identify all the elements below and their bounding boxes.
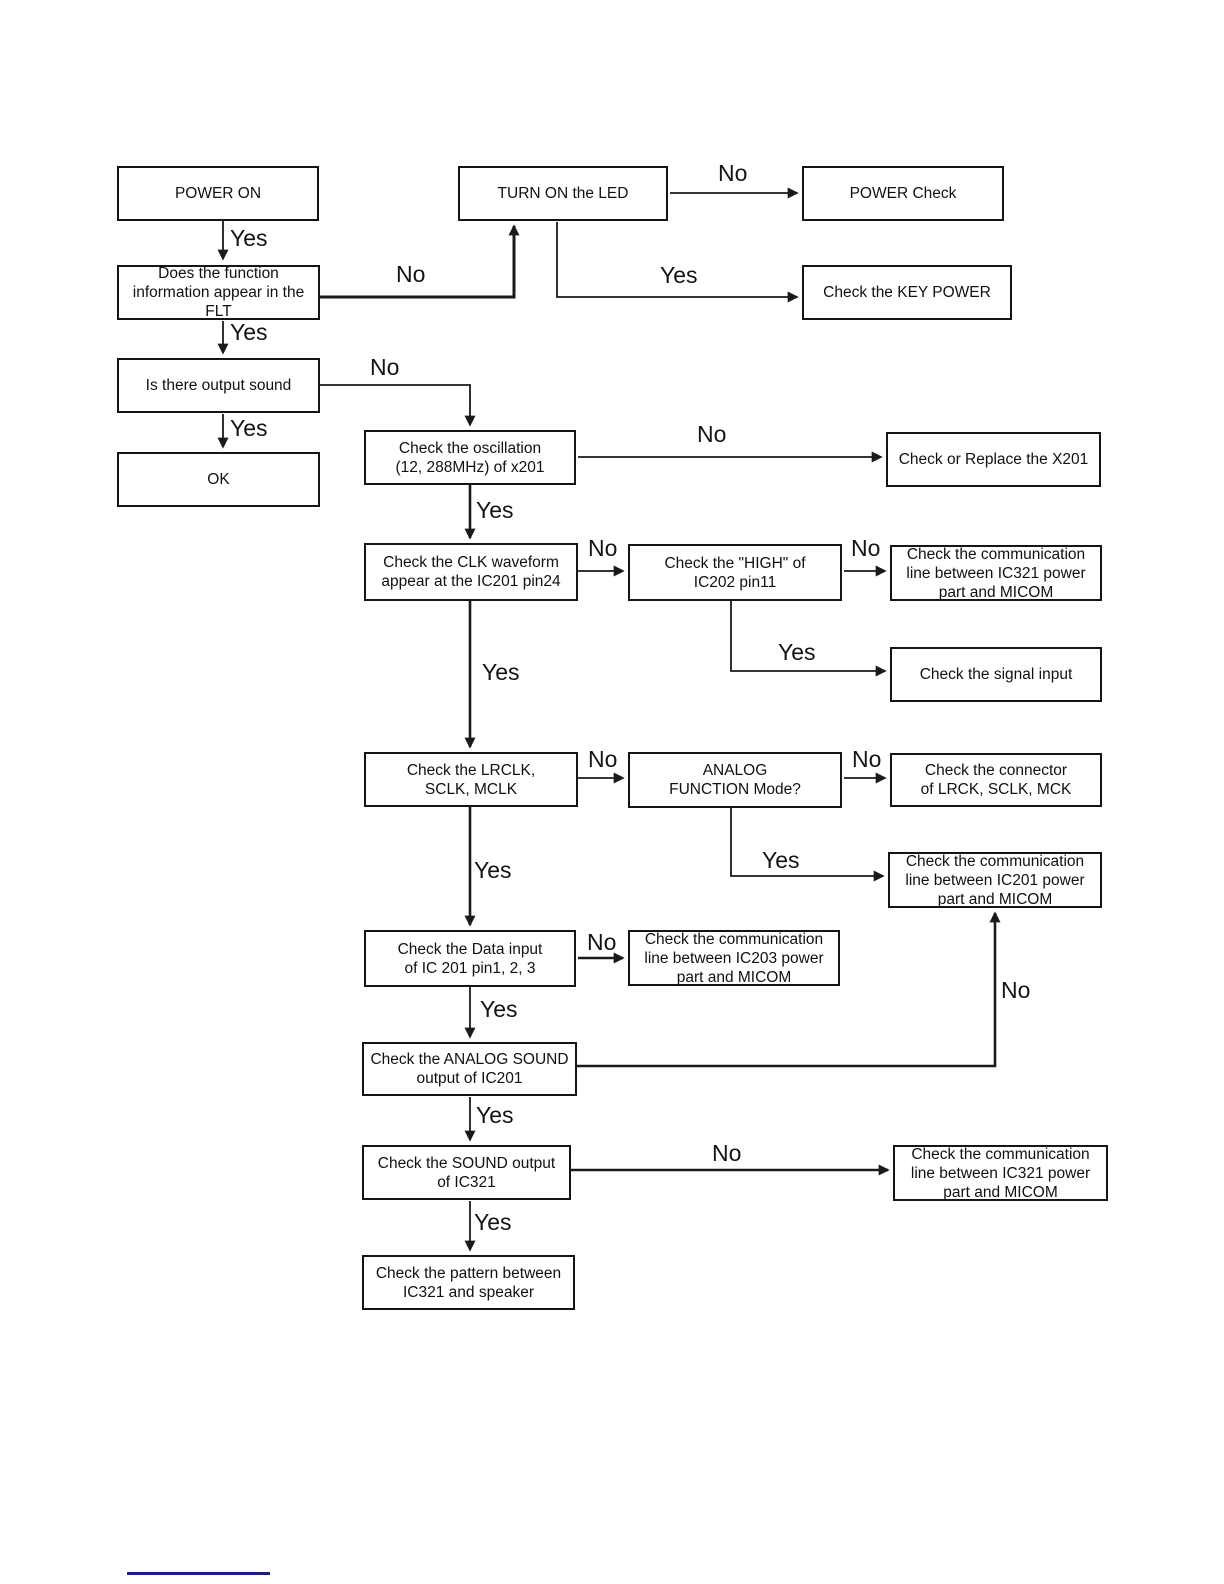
node-sound-output: Check the SOUND output of IC321 <box>362 1145 571 1200</box>
edge-label-no: No <box>852 746 882 772</box>
edge-label-yes: Yes <box>230 225 268 251</box>
edge-label-yes: Yes <box>474 1209 512 1235</box>
node-comm-ic321-top: Check the communication line between IC3… <box>890 545 1102 601</box>
node-comm-ic203: Check the communication line between IC2… <box>628 930 840 986</box>
node-analog-sound: Check the ANALOG SOUND output of IC201 <box>362 1042 577 1096</box>
node-turn-on-led: TURN ON the LED <box>458 166 668 221</box>
edge-label-yes: Yes <box>778 639 816 665</box>
edge-label-no: No <box>588 535 618 561</box>
edge-label-no: No <box>712 1140 742 1166</box>
edge-label-no: No <box>697 421 727 447</box>
footer-underline <box>127 1572 270 1575</box>
edge-label-yes: Yes <box>474 857 512 883</box>
edge-label-yes: Yes <box>476 497 514 523</box>
node-replace-x201: Check or Replace the X201 <box>886 432 1101 487</box>
node-function-flt: Does the function information appear in … <box>117 265 320 320</box>
node-comm-ic321-bottom: Check the communication line between IC3… <box>893 1145 1108 1201</box>
edge-label-no: No <box>396 261 426 287</box>
node-clk-waveform: Check the CLK waveform appear at the IC2… <box>364 543 578 601</box>
node-ok: OK <box>117 452 320 507</box>
node-signal-input: Check the signal input <box>890 647 1102 702</box>
node-analog-function: ANALOG FUNCTION Mode? <box>628 752 842 808</box>
node-connector-lrck: Check the connector of LRCK, SCLK, MCK <box>890 753 1102 807</box>
node-key-power: Check the KEY POWER <box>802 265 1012 320</box>
edge-analog-yes-comm201 <box>730 808 885 882</box>
edge-label-no: No <box>851 535 881 561</box>
edge-label-no: No <box>1001 977 1031 1003</box>
edge-label-yes: Yes <box>482 659 520 685</box>
node-data-input: Check the Data input of IC 201 pin1, 2, … <box>364 930 576 987</box>
node-power-on: POWER ON <box>117 166 319 221</box>
edge-label-yes: Yes <box>230 319 268 345</box>
node-high-ic202: Check the "HIGH" of IC202 pin11 <box>628 544 842 601</box>
edge-label-yes: Yes <box>230 415 268 441</box>
edge-label-no: No <box>718 160 748 186</box>
edge-label-yes: Yes <box>476 1102 514 1128</box>
edge-label-no: No <box>587 929 617 955</box>
edge-label-yes: Yes <box>480 996 518 1022</box>
edge-sound-no-oscillation <box>320 384 476 427</box>
node-output-sound: Is there output sound <box>117 358 320 413</box>
node-oscillation: Check the oscillation (12, 288MHz) of x2… <box>364 430 576 485</box>
edge-label-yes: Yes <box>762 847 800 873</box>
node-comm-ic201: Check the communication line between IC2… <box>888 852 1102 908</box>
node-lrclk: Check the LRCLK, SCLK, MCLK <box>364 752 578 807</box>
edge-label-no: No <box>370 354 400 380</box>
edge-label-yes: Yes <box>660 262 698 288</box>
node-power-check: POWER Check <box>802 166 1004 221</box>
node-pattern-speaker: Check the pattern between IC321 and spea… <box>362 1255 575 1310</box>
edge-label-no: No <box>588 746 618 772</box>
